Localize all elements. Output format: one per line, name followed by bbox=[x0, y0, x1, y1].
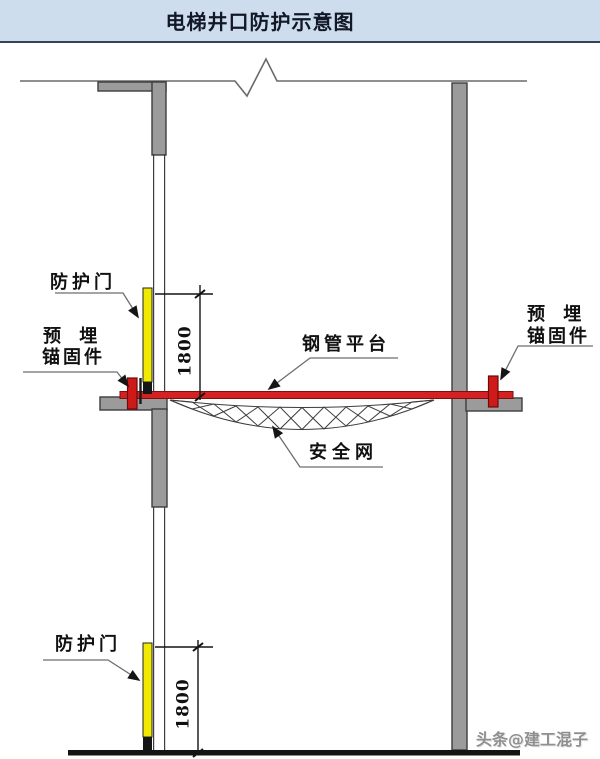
label-door-bottom: 防护门 bbox=[55, 633, 121, 655]
net-zigzag-a bbox=[169, 399, 435, 430]
right-wall bbox=[451, 82, 523, 751]
label-safety-net: 安全网 bbox=[309, 441, 378, 463]
label-door-top: 防护门 bbox=[50, 271, 116, 293]
label-anchor-right-line1: 预 埋 bbox=[527, 304, 587, 325]
dimension-upper bbox=[155, 285, 213, 402]
title-bar: 电梯井口防护示意图 bbox=[0, 0, 600, 43]
anchor-right bbox=[487, 375, 499, 408]
leader-safety-net bbox=[272, 425, 383, 468]
top-slab-break-line bbox=[20, 57, 527, 98]
label-platform: 钢管平台 bbox=[302, 333, 390, 355]
leader-anchor-right bbox=[500, 345, 593, 381]
dim-upper-tick-top bbox=[194, 289, 206, 299]
dim-lower-text: 1800 bbox=[174, 678, 194, 729]
net-bottom-curve bbox=[169, 399, 435, 430]
leader-platform bbox=[267, 357, 398, 391]
leader-door-top bbox=[55, 292, 139, 319]
label-anchor-right-line2: 锚固件 bbox=[527, 325, 590, 347]
door-top-foot bbox=[143, 382, 152, 394]
bottom-floor-line bbox=[68, 750, 520, 756]
watermark: 头条@建工混子 bbox=[476, 730, 589, 749]
door-top-yellow bbox=[142, 287, 153, 383]
steel-pipe-platform bbox=[119, 391, 514, 399]
left-wall-lower bbox=[99, 396, 168, 508]
lower-door-opening bbox=[153, 507, 166, 750]
door-bottom-yellow bbox=[142, 642, 153, 738]
left-wall-mid-segment bbox=[151, 408, 168, 508]
protective-doors bbox=[142, 287, 153, 753]
label-anchor-left-line1: 预 埋 bbox=[43, 326, 103, 347]
safety-net bbox=[169, 399, 435, 431]
left-wall-top-segment bbox=[151, 81, 167, 156]
net-zigzag-b bbox=[169, 399, 435, 431]
leader-lines bbox=[23, 292, 593, 681]
label-anchor-left-line2: 锚固件 bbox=[42, 346, 105, 368]
leader-door-bottom bbox=[43, 659, 141, 681]
upper-door-opening bbox=[153, 154, 166, 392]
net-top-curve bbox=[169, 399, 435, 408]
door-bottom-foot bbox=[143, 737, 152, 753]
dim-upper-tick-bottom bbox=[194, 392, 206, 402]
dim-lower-tick-top bbox=[192, 642, 204, 652]
right-wall-segment bbox=[451, 82, 468, 751]
embedded-anchors bbox=[126, 375, 499, 410]
left-wall-upper bbox=[97, 81, 167, 156]
dim-upper-text: 1800 bbox=[176, 325, 196, 376]
page-title: 电梯井口防护示意图 bbox=[165, 10, 355, 34]
anchor-left bbox=[126, 377, 138, 410]
leader-anchor-left bbox=[23, 371, 130, 388]
